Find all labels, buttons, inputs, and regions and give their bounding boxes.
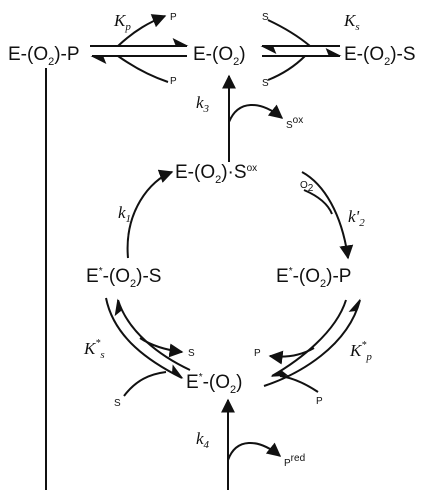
p-release-arrow [117, 14, 167, 47]
species-estar-o2: E*-(O2) [186, 372, 242, 396]
o2-bind-curve [303, 189, 333, 215]
species-estar-o2-s: E*-(O2)-S [86, 266, 161, 290]
ks-star-forward-arrow [105, 297, 184, 379]
species-e-o2: E-(O2) [193, 44, 246, 68]
label-p-bottom: P [170, 76, 177, 87]
k1-arrow [126, 169, 174, 259]
constant-ks: Ks [343, 11, 360, 33]
label-p-top: P [170, 12, 177, 23]
s-lower-release-arrow [139, 337, 184, 358]
label-s-top: S [262, 12, 269, 23]
sox-release-arrow [228, 104, 284, 123]
constant-k1: k1 [118, 203, 131, 225]
constant-kp: Kp [113, 11, 131, 33]
species-e-o2-p: E-(O2)-P [8, 44, 80, 68]
constant-ks-star: K*s [83, 338, 105, 361]
species-e-o2-s: E-(O2)-S [344, 44, 416, 68]
s-lower-bind-curve [123, 371, 167, 397]
constant-k3: k3 [196, 93, 210, 115]
species-e-o2-sox: E-(O2)·Sox [175, 162, 257, 186]
kp-star-forward-arrow [263, 298, 361, 387]
label-s-bottom: S [262, 78, 269, 89]
label-pred: Pred [284, 453, 305, 469]
s-bottom-curve [267, 55, 306, 81]
label-p-lower-in: P [316, 396, 323, 407]
constant-k2prime: k'2 [348, 207, 365, 229]
s-top-curve [267, 19, 311, 47]
species-estar-o2-p: E*-(O2)-P [276, 266, 351, 290]
pred-release-arrow [227, 442, 282, 461]
constant-k4: k4 [196, 429, 210, 451]
constant-kp-star: K*p [349, 340, 372, 363]
label-o2: O2 [300, 180, 314, 194]
p-lower-bind-curve [279, 375, 319, 393]
ks-star-reverse-arrow [114, 298, 191, 371]
label-sox: Sox [286, 115, 303, 131]
label-s-lower-out: S [188, 348, 195, 359]
p-bind-curve [117, 55, 169, 83]
label-s-lower-in: S [114, 398, 121, 409]
k2prime-arrow [301, 171, 354, 260]
label-p-lower-out: P [254, 348, 261, 359]
p-lower-release-arrow [268, 347, 315, 365]
kp-star-reverse-arrow [270, 299, 347, 377]
